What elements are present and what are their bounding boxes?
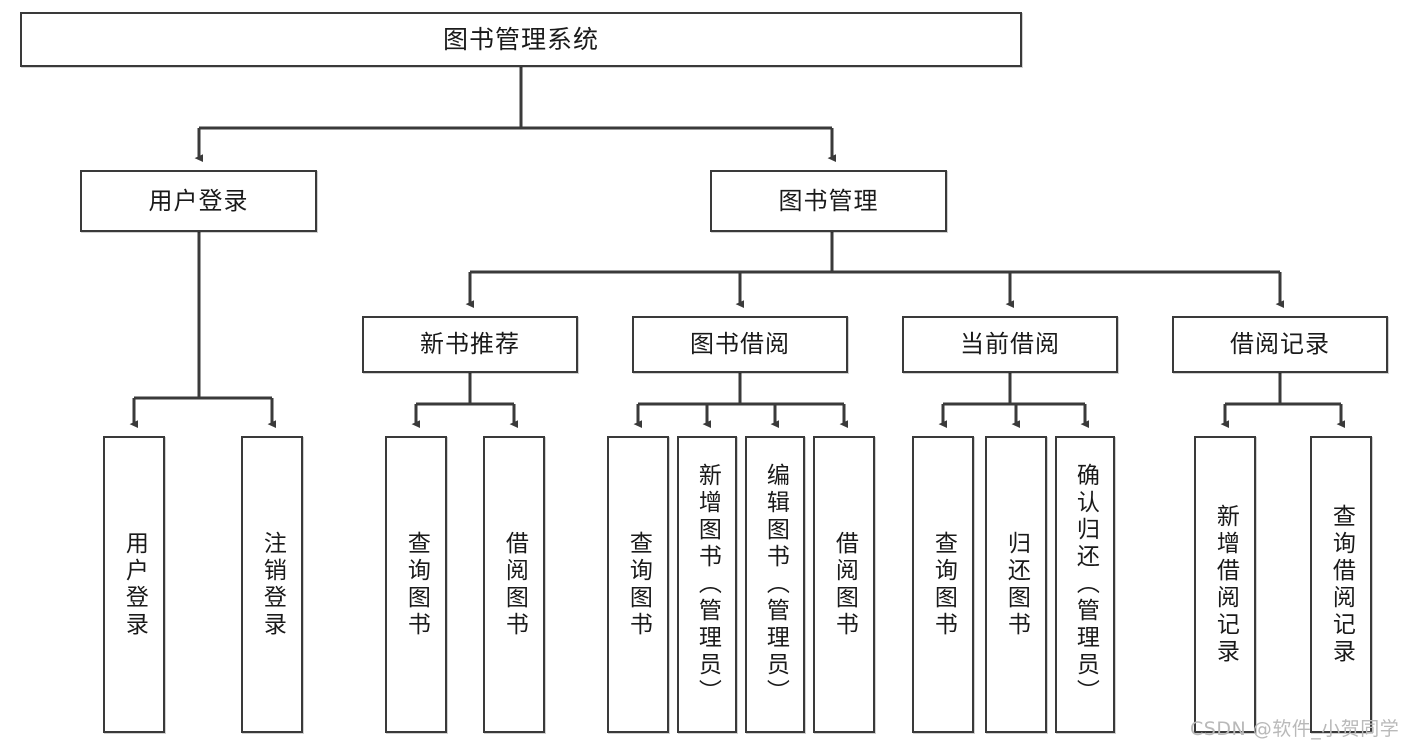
node-label: 注销登录 bbox=[259, 530, 286, 639]
node-label: 新增借阅记录 bbox=[1212, 503, 1239, 666]
node-leaf-borrow-book-1[interactable]: 借阅图书 bbox=[483, 436, 545, 733]
node-leaf-user-logout[interactable]: 注销登录 bbox=[241, 436, 303, 733]
node-current-borrow[interactable]: 当前借阅 bbox=[902, 316, 1118, 373]
node-label: 用户登录 bbox=[148, 186, 249, 215]
node-leaf-add-record[interactable]: 新增借阅记录 bbox=[1194, 436, 1256, 733]
node-label: 新书推荐 bbox=[420, 330, 520, 359]
node-label: 查询图书 bbox=[403, 530, 430, 639]
node-leaf-return-book[interactable]: 归还图书 bbox=[985, 436, 1047, 733]
node-label: 查询图书 bbox=[625, 530, 652, 639]
node-label: 新增图书（管理员） bbox=[694, 463, 721, 706]
node-user-login[interactable]: 用户登录 bbox=[80, 170, 317, 232]
node-label: 图书管理系统 bbox=[442, 24, 599, 54]
watermark: CSDN @软件_小贺同学 bbox=[1190, 718, 1400, 740]
node-label: 借阅图书 bbox=[501, 530, 528, 639]
node-leaf-query-record[interactable]: 查询借阅记录 bbox=[1310, 436, 1372, 733]
node-new-book-recommend[interactable]: 新书推荐 bbox=[362, 316, 578, 373]
node-leaf-query-book-3[interactable]: 查询图书 bbox=[912, 436, 974, 733]
node-label: 借阅记录 bbox=[1230, 330, 1330, 359]
node-leaf-borrow-book-2[interactable]: 借阅图书 bbox=[813, 436, 875, 733]
node-label: 图书管理 bbox=[778, 186, 879, 215]
node-leaf-query-book-1[interactable]: 查询图书 bbox=[385, 436, 447, 733]
node-book-manage[interactable]: 图书管理 bbox=[710, 170, 947, 232]
node-label: 用户登录 bbox=[121, 530, 148, 639]
node-borrow-record[interactable]: 借阅记录 bbox=[1172, 316, 1388, 373]
node-leaf-query-book-2[interactable]: 查询图书 bbox=[607, 436, 669, 733]
node-label: 确认归还（管理员） bbox=[1072, 463, 1099, 706]
node-leaf-add-book[interactable]: 新增图书（管理员） bbox=[677, 436, 737, 733]
node-leaf-edit-book[interactable]: 编辑图书（管理员） bbox=[745, 436, 805, 733]
node-label: 归还图书 bbox=[1003, 530, 1030, 639]
node-label: 查询借阅记录 bbox=[1328, 503, 1355, 666]
node-label: 编辑图书（管理员） bbox=[762, 463, 789, 706]
node-label: 当前借阅 bbox=[960, 330, 1060, 359]
node-book-borrow[interactable]: 图书借阅 bbox=[632, 316, 848, 373]
node-label: 借阅图书 bbox=[831, 530, 858, 639]
node-leaf-confirm-return[interactable]: 确认归还（管理员） bbox=[1055, 436, 1115, 733]
node-root-system[interactable]: 图书管理系统 bbox=[20, 12, 1022, 67]
node-label: 图书借阅 bbox=[690, 330, 790, 359]
node-leaf-user-login[interactable]: 用户登录 bbox=[103, 436, 165, 733]
node-label: 查询图书 bbox=[930, 530, 957, 639]
